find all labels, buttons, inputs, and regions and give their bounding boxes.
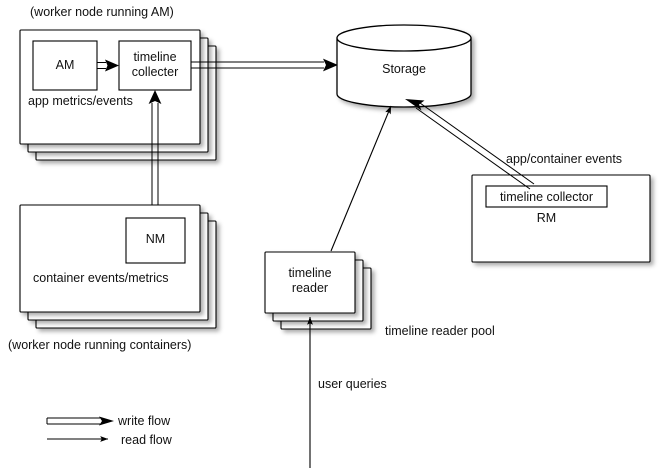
legend-write-flow-arrow <box>46 416 114 426</box>
container-events-metrics-label: container events/metrics <box>33 271 169 285</box>
nm-box <box>125 217 186 264</box>
storage-label: Storage <box>382 62 426 76</box>
timeline-reader-label-line1: timeline <box>288 266 332 280</box>
timeline-reader-pool-stack <box>264 251 372 330</box>
legend-read-flow-label: read flow <box>121 433 172 447</box>
timeline-reader-label-line2: reader <box>291 281 329 295</box>
timeline-reader-pool-caption: timeline reader pool <box>385 324 495 338</box>
app-container-events-label: app/container events <box>506 152 623 166</box>
worker-node-am-caption: (worker node running AM) <box>30 5 174 19</box>
rm-timeline-collector-label: timeline collector <box>499 190 594 204</box>
arrow-nm-to-collector <box>148 90 162 218</box>
rm-timeline-collector-box <box>485 185 608 208</box>
am-timeline-collector-label-line1: timeline <box>133 50 177 64</box>
app-metrics-events-label: app metrics/events <box>28 94 133 108</box>
timeline-reader-label: timeline reader <box>265 266 355 296</box>
am-box <box>32 40 98 91</box>
am-timeline-collector-label: timeline collecter <box>119 50 191 80</box>
arrow-am-to-collector <box>97 59 119 72</box>
am-box-label: AM <box>55 58 75 72</box>
worker-node-containers-caption: (worker node running containers) <box>8 338 192 352</box>
am-timeline-collector-label-line2: collecter <box>131 65 179 79</box>
storage-cylinder <box>336 24 472 108</box>
timeline-reader-box <box>264 251 356 314</box>
legend-write-flow-label: write flow <box>118 414 171 428</box>
nm-box-label: NM <box>145 232 166 246</box>
arrow-reader-to-storage <box>330 105 392 252</box>
arrow-am-collector-to-storage <box>191 58 338 72</box>
worker-node-containers-stack <box>19 204 217 329</box>
arrow-rm-collector-to-storage <box>405 99 535 190</box>
user-queries-label: user queries <box>318 377 387 391</box>
rm-box-label: RM <box>536 211 557 225</box>
